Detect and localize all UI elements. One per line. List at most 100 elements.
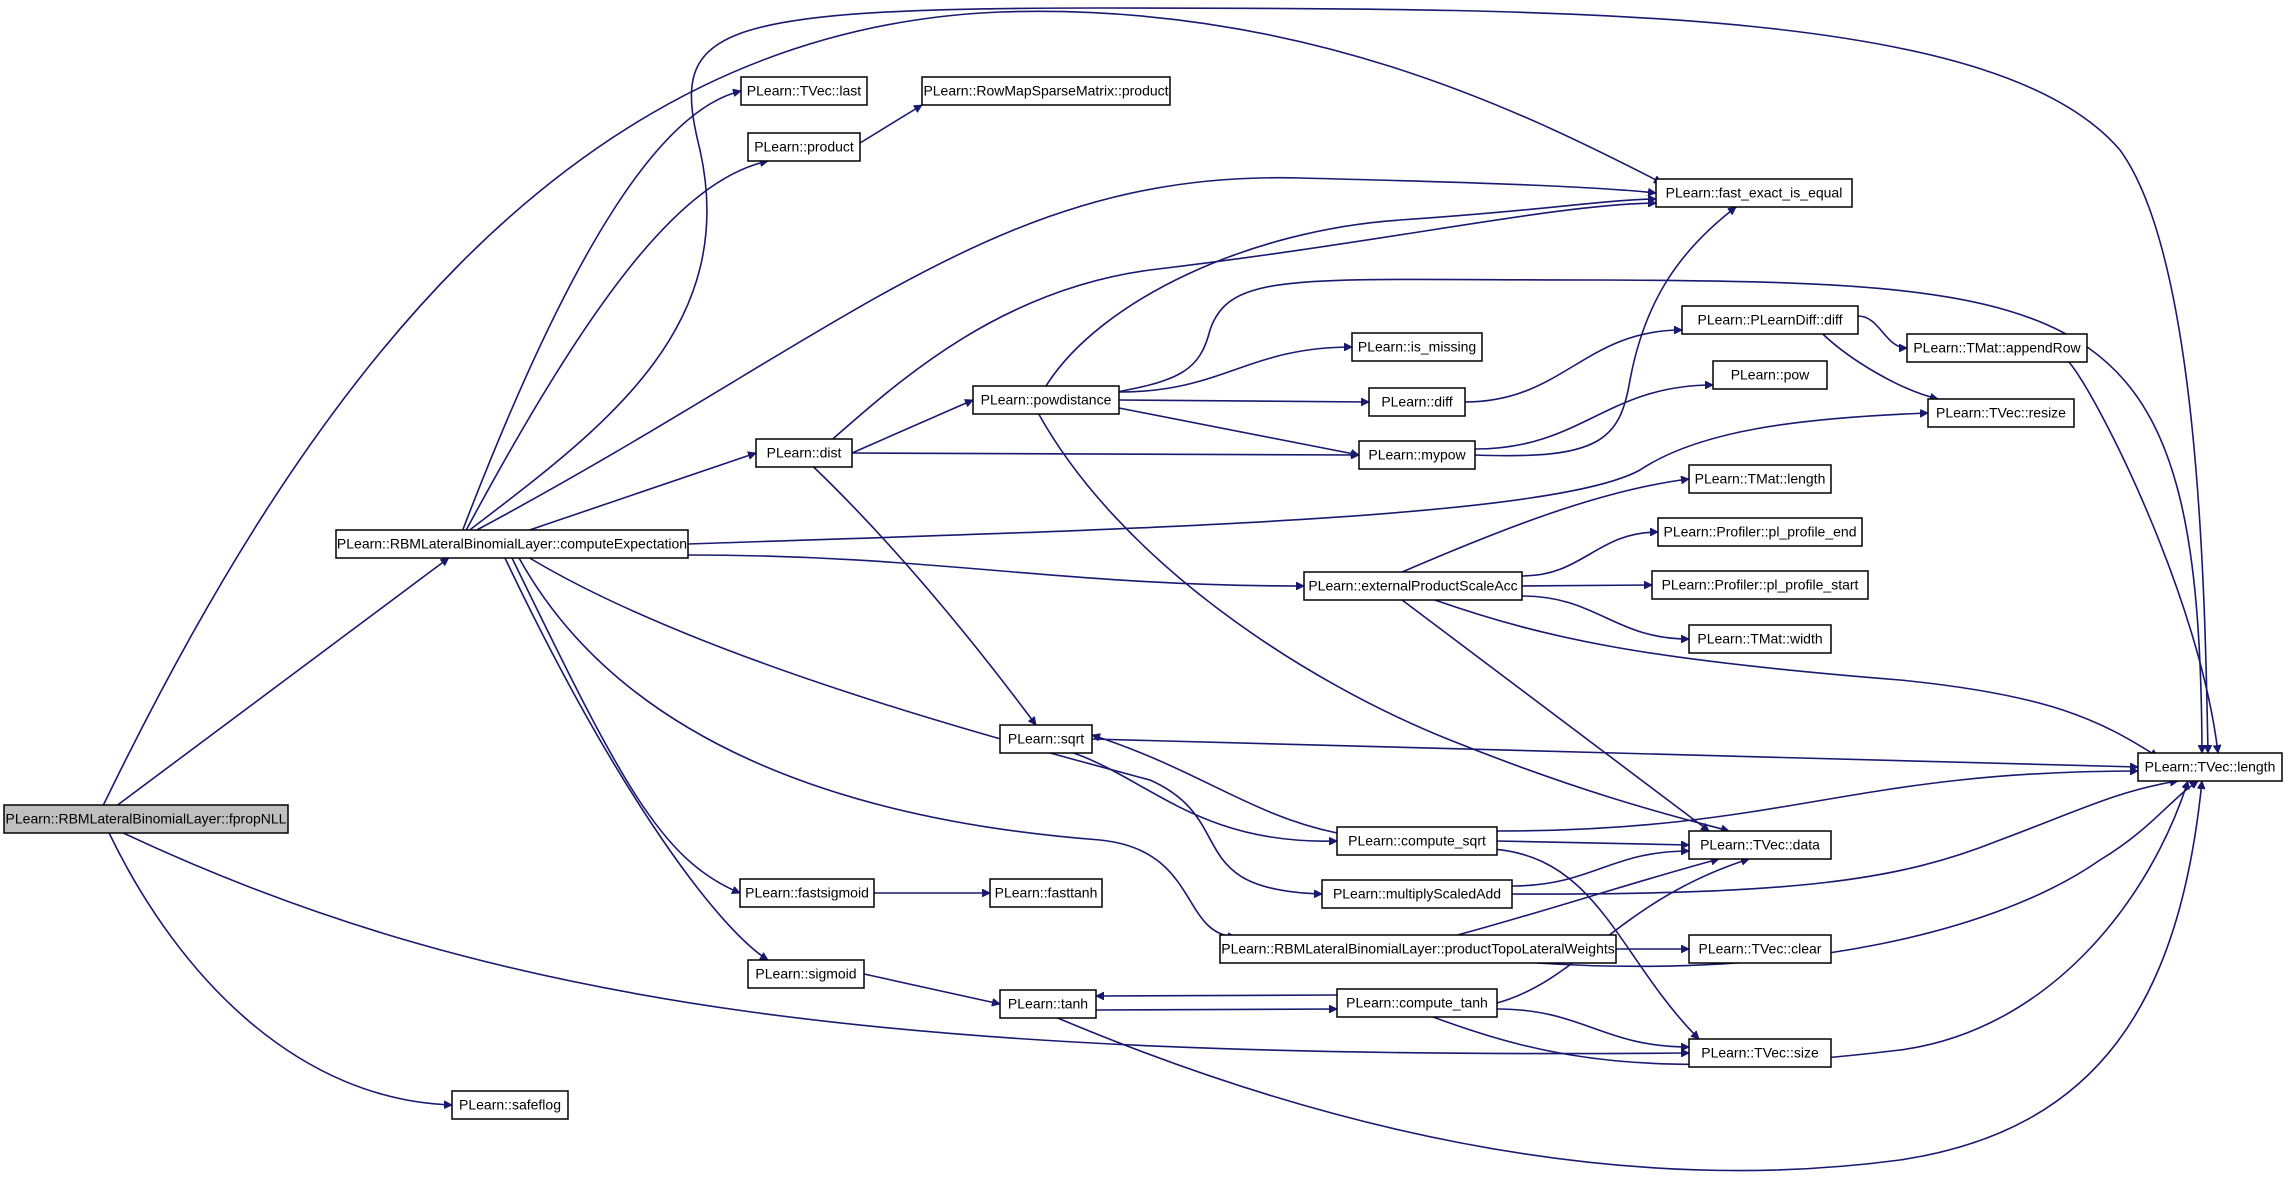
node-box[interactable] <box>1336 826 1498 856</box>
node-box[interactable] <box>335 529 689 559</box>
node-label: PLearn::Profiler::pl_profile_start <box>1662 577 1859 593</box>
node-fasttanh[interactable]: PLearn::fasttanh <box>989 878 1103 908</box>
node-label: PLearn::tanh <box>1008 996 1088 1012</box>
node-box[interactable] <box>972 385 1120 415</box>
nodes-layer: PLearn::RBMLateralBinomialLayer::fpropNL… <box>3 76 2283 1120</box>
edge-compute_sqrt-to-tvec_length <box>1496 771 2138 832</box>
edge-externalProductScaleAcc-to-tvec_data <box>1401 599 1709 832</box>
node-label: PLearn::TVec::data <box>1700 837 1820 853</box>
node-box[interactable] <box>1351 332 1483 362</box>
node-fastsigmoid[interactable]: PLearn::fastsigmoid <box>739 878 875 908</box>
node-box[interactable] <box>747 959 865 989</box>
edge-plearndiff_diff-to-tvec_resize <box>1822 333 1938 399</box>
node-sqrt[interactable]: PLearn::sqrt <box>999 724 1093 754</box>
node-box[interactable] <box>1927 398 2075 428</box>
node-box[interactable] <box>1655 178 1853 208</box>
edge-compute_sqrt-to-sqrt <box>1092 735 1338 834</box>
node-pl_profile_start[interactable]: PLearn::Profiler::pl_profile_start <box>1651 570 1869 600</box>
node-tvec_data[interactable]: PLearn::TVec::data <box>1688 830 1832 860</box>
node-computeExpectation[interactable]: PLearn::RBMLateralBinomialLayer::compute… <box>335 529 689 559</box>
node-tvec_last[interactable]: PLearn::TVec::last <box>740 76 868 106</box>
node-label: PLearn::Profiler::pl_profile_end <box>1663 524 1856 540</box>
node-is_missing[interactable]: PLearn::is_missing <box>1351 332 1483 362</box>
node-box[interactable] <box>2137 752 2283 782</box>
node-box[interactable] <box>747 132 861 162</box>
node-compute_tanh[interactable]: PLearn::compute_tanh <box>1336 988 1498 1018</box>
node-tvec_clear[interactable]: PLearn::TVec::clear <box>1688 934 1832 964</box>
node-powdistance[interactable]: PLearn::powdistance <box>972 385 1120 415</box>
node-box[interactable] <box>755 438 853 468</box>
node-box[interactable] <box>1358 440 1476 470</box>
node-box[interactable] <box>1688 1038 1832 1068</box>
node-box[interactable] <box>999 989 1097 1019</box>
edge-powdistance-to-tvec_length <box>1118 278 2202 753</box>
node-dist[interactable]: PLearn::dist <box>755 438 853 468</box>
node-box[interactable] <box>1219 934 1617 964</box>
node-safeflog[interactable]: PLearn::safeflog <box>451 1090 569 1120</box>
node-compute_sqrt[interactable]: PLearn::compute_sqrt <box>1336 826 1498 856</box>
edge-externalProductScaleAcc-to-tvec_length <box>1434 599 2158 758</box>
node-tanh[interactable]: PLearn::tanh <box>999 989 1097 1019</box>
edge-computeExpectation-to-sigmoid <box>504 557 768 961</box>
edge-tanh-to-compute_tanh <box>1095 1009 1337 1010</box>
node-tmat_length[interactable]: PLearn::TMat::length <box>1688 464 1832 494</box>
node-label: PLearn::TMat::width <box>1697 631 1822 647</box>
node-box[interactable] <box>1657 517 1863 547</box>
node-tvec_size[interactable]: PLearn::TVec::size <box>1688 1038 1832 1068</box>
node-pow[interactable]: PLearn::pow <box>1712 360 1828 390</box>
node-box[interactable] <box>740 76 868 106</box>
node-box[interactable] <box>1906 333 2088 363</box>
node-box[interactable] <box>989 878 1103 908</box>
node-mypow[interactable]: PLearn::mypow <box>1358 440 1476 470</box>
node-label: PLearn::RBMLateralBinomialLayer::fpropNL… <box>6 811 287 827</box>
edge-fpropNLL-to-fast_exact_is_equal <box>102 10 1662 806</box>
node-box[interactable] <box>3 804 289 834</box>
edge-diff-to-plearndiff_diff <box>1464 330 1682 403</box>
node-label: PLearn::multiplyScaledAdd <box>1333 886 1501 902</box>
node-fast_exact_is_equal[interactable]: PLearn::fast_exact_is_equal <box>1655 178 1853 208</box>
node-box[interactable] <box>1303 571 1523 601</box>
node-box[interactable] <box>1651 570 1869 600</box>
edge-computeExpectation-to-tvec_resize <box>687 413 1928 545</box>
node-box[interactable] <box>921 76 1171 106</box>
node-box[interactable] <box>1688 934 1832 964</box>
node-box[interactable] <box>999 724 1093 754</box>
node-plearndiff_diff[interactable]: PLearn::PLearnDiff::diff <box>1681 305 1859 335</box>
node-productTopoLateralWeights[interactable]: PLearn::RBMLateralBinomialLayer::product… <box>1219 934 1617 964</box>
node-box[interactable] <box>1681 305 1859 335</box>
node-box[interactable] <box>1336 988 1498 1018</box>
node-box[interactable] <box>1321 879 1513 909</box>
node-box[interactable] <box>739 878 875 908</box>
node-box[interactable] <box>1688 830 1832 860</box>
edge-compute_tanh-to-tvec_size <box>1496 1008 1689 1047</box>
node-tmat_width[interactable]: PLearn::TMat::width <box>1688 624 1832 654</box>
node-tmat_appendRow[interactable]: PLearn::TMat::appendRow <box>1906 333 2088 363</box>
node-rowmap_product[interactable]: PLearn::RowMapSparseMatrix::product <box>921 76 1171 106</box>
node-label: PLearn::product <box>754 139 854 155</box>
node-multiplyScaledAdd[interactable]: PLearn::multiplyScaledAdd <box>1321 879 1513 909</box>
node-label: PLearn::PLearnDiff::diff <box>1697 312 1842 328</box>
node-label: PLearn::RBMLateralBinomialLayer::compute… <box>337 536 687 552</box>
node-box[interactable] <box>451 1090 569 1120</box>
node-product[interactable]: PLearn::product <box>747 132 861 162</box>
node-tvec_resize[interactable]: PLearn::TVec::resize <box>1927 398 2075 428</box>
node-box[interactable] <box>1368 387 1466 417</box>
node-label: PLearn::TVec::length <box>2145 759 2276 775</box>
node-tvec_length[interactable]: PLearn::TVec::length <box>2137 752 2283 782</box>
edge-dist-to-mypow <box>851 453 1359 455</box>
node-label: PLearn::fasttanh <box>995 885 1098 901</box>
edge-mypow-to-pow <box>1474 385 1713 450</box>
node-box[interactable] <box>1688 624 1832 654</box>
edge-dist-to-powdistance <box>851 400 973 454</box>
edge-tanh-to-tvec_length <box>1057 781 2202 1172</box>
node-pl_profile_end[interactable]: PLearn::Profiler::pl_profile_end <box>1657 517 1863 547</box>
node-diff[interactable]: PLearn::diff <box>1368 387 1466 417</box>
node-sigmoid[interactable]: PLearn::sigmoid <box>747 959 865 989</box>
node-box[interactable] <box>1712 360 1828 390</box>
node-externalProductScaleAcc[interactable]: PLearn::externalProductScaleAcc <box>1303 571 1523 601</box>
node-fpropNLL[interactable]: PLearn::RBMLateralBinomialLayer::fpropNL… <box>3 804 289 834</box>
edge-computeExpectation-to-tvec_last <box>461 91 741 531</box>
node-box[interactable] <box>1688 464 1832 494</box>
edge-dist-to-sqrt <box>813 466 1037 725</box>
node-label: PLearn::compute_tanh <box>1346 995 1488 1011</box>
